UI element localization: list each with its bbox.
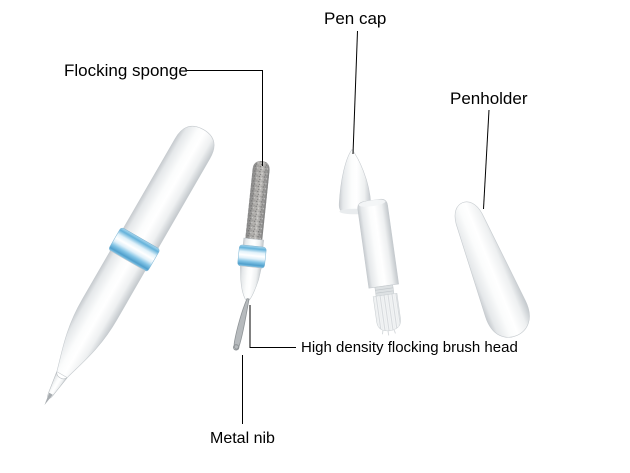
refill-assembly [233,160,270,351]
penholder-leader [483,109,490,210]
brush-head-bristle-texture [373,293,401,331]
barrel-neck-rib [375,287,394,291]
barrel-top-face [358,199,386,207]
assembled-pen-nib-point [44,392,53,405]
label-metal-nib: Metal nib [210,430,275,447]
assembled-pen-cap-body [123,125,215,249]
brush-head-stray-bristles [381,329,396,336]
assembled-pen-lower-body [56,250,146,379]
leader-lines [187,30,490,424]
flocking-sponge-texture [245,160,270,240]
flocking-sponge-leader [187,70,263,166]
refill-taper [240,265,262,301]
metal-nib-hook [233,344,240,351]
brush-head-leader [249,305,296,348]
pen-cap-leader [352,30,358,155]
label-flocking-sponge: Flocking sponge [64,61,188,80]
metal-nib-part [233,298,250,350]
label-brush-head: High density flocking brush head [301,339,518,356]
barrel-body [357,198,399,289]
penholder-body [454,201,530,338]
barrel-neck-rib [375,290,394,294]
refill-collar-ring [237,244,267,269]
label-pen-cap: Pen cap [324,9,387,28]
penholder-part [454,201,530,338]
barrel-part [357,198,401,336]
assembled-pen [44,125,215,405]
assembled-pen-tip [47,371,68,399]
label-penholder: Penholder [450,89,528,108]
